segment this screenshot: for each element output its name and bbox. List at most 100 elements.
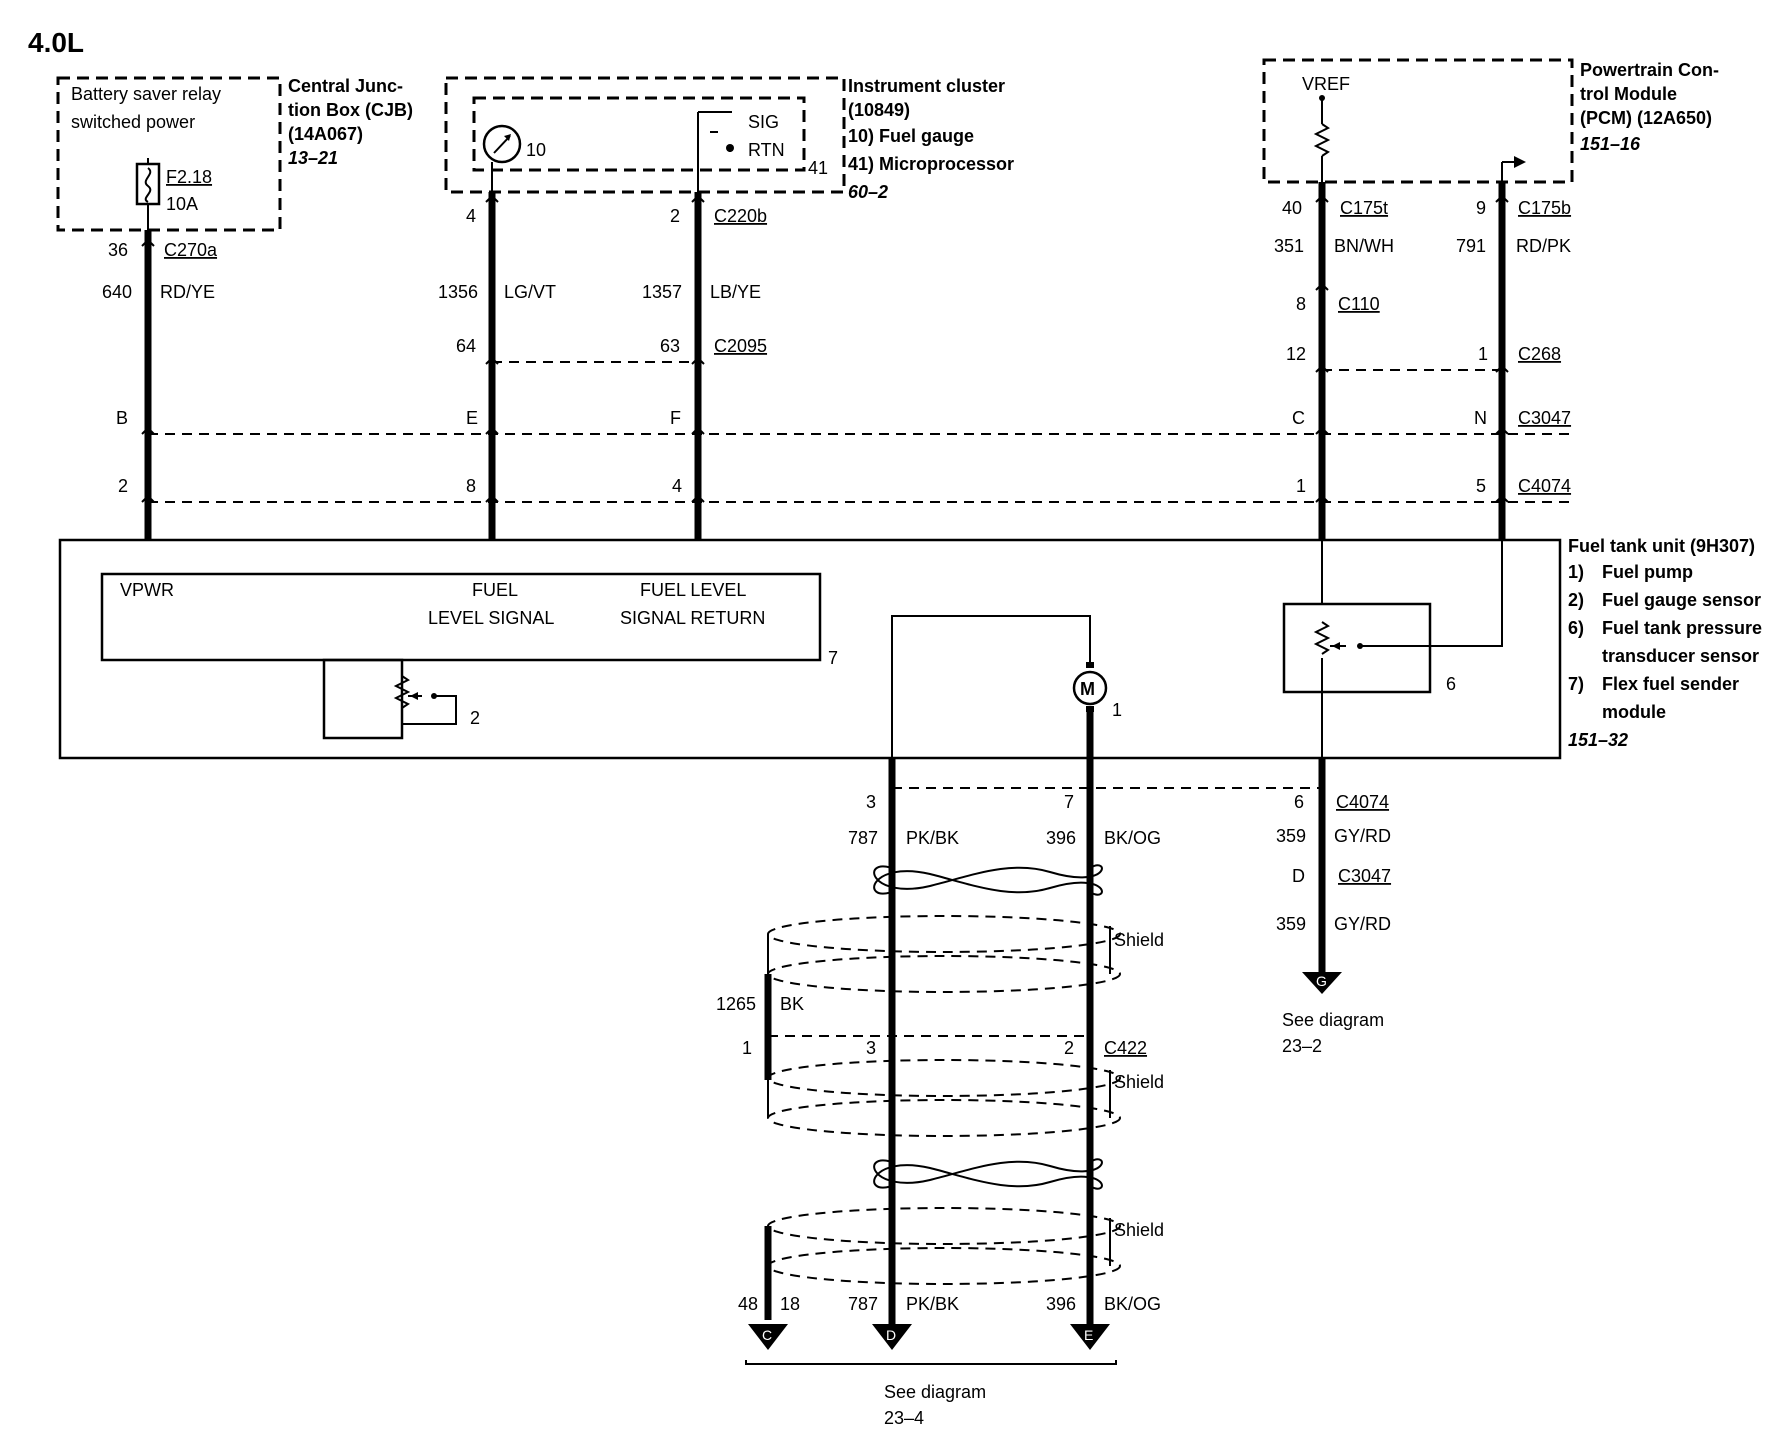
tank-item1: Fuel pump: [1602, 562, 1693, 582]
c422-pk-pin: 3: [866, 1038, 876, 1058]
w3-color: LB/YE: [710, 282, 761, 302]
gauge-pin: 10: [526, 140, 546, 160]
w6-see1: See diagram: [1282, 1010, 1384, 1030]
wire-3-labels: 2 C220b 1357 LB/YE 63 C2095 F 4: [642, 206, 767, 496]
out-e-circuit: 396: [1046, 1294, 1076, 1314]
cjb-outline: [56, 76, 282, 232]
out-c-num1: 48: [738, 1294, 758, 1314]
out-c-arrow: C: [762, 1327, 772, 1343]
pcm-name-line3: (PCM) (12A650): [1580, 108, 1712, 128]
w5-pin: 9: [1476, 198, 1486, 218]
w5-c268-pin: 1: [1478, 344, 1488, 364]
shield-1-top: [767, 915, 1121, 953]
drain-color: BK: [780, 994, 804, 1014]
bk-pin: 7: [1064, 792, 1074, 812]
pk-pin: 3: [866, 792, 876, 812]
sensor-num: 2: [470, 708, 480, 728]
fuel-tank-outline: [58, 538, 1562, 760]
w5-c4074: C4074: [1518, 476, 1571, 496]
pk-circuit: 787: [848, 828, 878, 848]
fuel-signal-line1: FUEL: [472, 580, 518, 600]
central-junction-box: Battery saver relay switched power F2.18…: [56, 76, 413, 232]
w6-c3047-pin: D: [1292, 866, 1305, 886]
w3-conn: C220b: [714, 206, 767, 226]
arrow-c-icon: [748, 1324, 788, 1350]
w3-pin: 2: [670, 206, 680, 226]
shield-3-label: Shield: [1114, 1220, 1164, 1240]
twist-2-icon: [873, 1158, 1103, 1184]
tank-item3: Fuel tank pressure: [1602, 618, 1762, 638]
connector-dashes: [148, 361, 1572, 503]
fuel-tank-unit: VPWR FUEL LEVEL SIGNAL FUEL LEVEL SIGNAL…: [58, 536, 1762, 760]
out-d-circuit: 787: [848, 1294, 878, 1314]
out-c-num2: 18: [780, 1294, 800, 1314]
tank-item2-num: 2): [1568, 590, 1584, 610]
cluster-item1: 10) Fuel gauge: [848, 126, 974, 146]
tank-item3b: transducer sensor: [1602, 646, 1759, 666]
out-d-arrow: D: [886, 1327, 896, 1343]
pcm-name-line1: Powertrain Con-: [1580, 60, 1719, 80]
w1-b-pin: B: [116, 408, 128, 428]
cluster-item2: 41) Microprocessor: [848, 154, 1014, 174]
bk-color: BK/OG: [1104, 828, 1161, 848]
micro-pin: 41: [808, 158, 828, 178]
pcm-outline: [1262, 58, 1574, 184]
w6-color: GY/RD: [1334, 826, 1391, 846]
wire-6: G 6 C4074 359 GY/RD D C3047 359 GY/RD Se…: [1276, 540, 1391, 1056]
w1-conn: C270a: [164, 240, 218, 260]
fuel-signal-line2: LEVEL SIGNAL: [428, 608, 554, 628]
w1-color: RD/YE: [160, 282, 215, 302]
w2-c2095-pin: 64: [456, 336, 476, 356]
w4-conn: C175t: [1340, 198, 1388, 218]
w1-c4074-pin: 2: [118, 476, 128, 496]
shield-2-label: Shield: [1114, 1072, 1164, 1092]
fuel-gauge-icon: [482, 124, 522, 164]
w6-circuit: 359: [1276, 826, 1306, 846]
w3-circuit: 1357: [642, 282, 682, 302]
bk-circuit: 396: [1046, 828, 1076, 848]
pump-symbol: M: [1080, 679, 1095, 699]
tank-ref: 151–32: [1568, 730, 1628, 750]
fuse-id: F2.18: [166, 167, 212, 187]
w3-c2095: C2095: [714, 336, 767, 356]
w5-c268: C268: [1518, 344, 1561, 364]
pump-num: 1: [1112, 700, 1122, 720]
w5-color: RD/PK: [1516, 236, 1571, 256]
c422-bk-pin: 2: [1064, 1038, 1074, 1058]
w4-color: BN/WH: [1334, 236, 1394, 256]
vpwr-label: VPWR: [120, 580, 174, 600]
drain-circuit: 1265: [716, 994, 756, 1014]
pcm-ref: 151–16: [1580, 134, 1641, 154]
pressure-num: 6: [1446, 674, 1456, 694]
out-d-color: PK/BK: [906, 1294, 959, 1314]
w5-conn: C175b: [1518, 198, 1571, 218]
pk-color: PK/BK: [906, 828, 959, 848]
w1-circuit: 640: [102, 282, 132, 302]
vertical-wires: [144, 182, 1506, 540]
w6-conn: C4074: [1336, 792, 1389, 812]
bottom-see2: 23–4: [884, 1408, 924, 1428]
fuse-rating: 10A: [166, 194, 198, 214]
arrow-d-icon: [872, 1324, 912, 1350]
w5-c4074-pin: 5: [1476, 476, 1486, 496]
wire-1-labels: 36 C270a 640 RD/YE B 2: [102, 240, 218, 496]
twist-1-icon: [873, 864, 1103, 890]
cjb-name-line3: (14A067): [288, 124, 363, 144]
connector-marks: [141, 194, 1509, 503]
cluster-outer-outline: [444, 76, 846, 194]
shield-1-label: Shield: [1114, 930, 1164, 950]
twisted-pair-harness: 3 7 787 PK/BK 396 BK/OG Shield 1265 BK 1…: [716, 712, 1322, 1428]
tank-name: Fuel tank unit (9H307): [1568, 536, 1755, 556]
engine-title: 4.0L: [28, 27, 84, 58]
w2-color: LG/VT: [504, 282, 556, 302]
shield-2-top: [767, 1059, 1121, 1097]
cluster-ref: 60–2: [848, 182, 888, 202]
fuel-return-line1: FUEL LEVEL: [640, 580, 746, 600]
w4-b-pin: C: [1292, 408, 1305, 428]
w4-circuit: 351: [1274, 236, 1304, 256]
w4-c4074-pin: 1: [1296, 476, 1306, 496]
w6-color2: GY/RD: [1334, 914, 1391, 934]
arrow-e-icon: [1070, 1324, 1110, 1350]
cluster-name-line1: Instrument cluster: [848, 76, 1005, 96]
pcm-name-line2: trol Module: [1580, 84, 1677, 104]
